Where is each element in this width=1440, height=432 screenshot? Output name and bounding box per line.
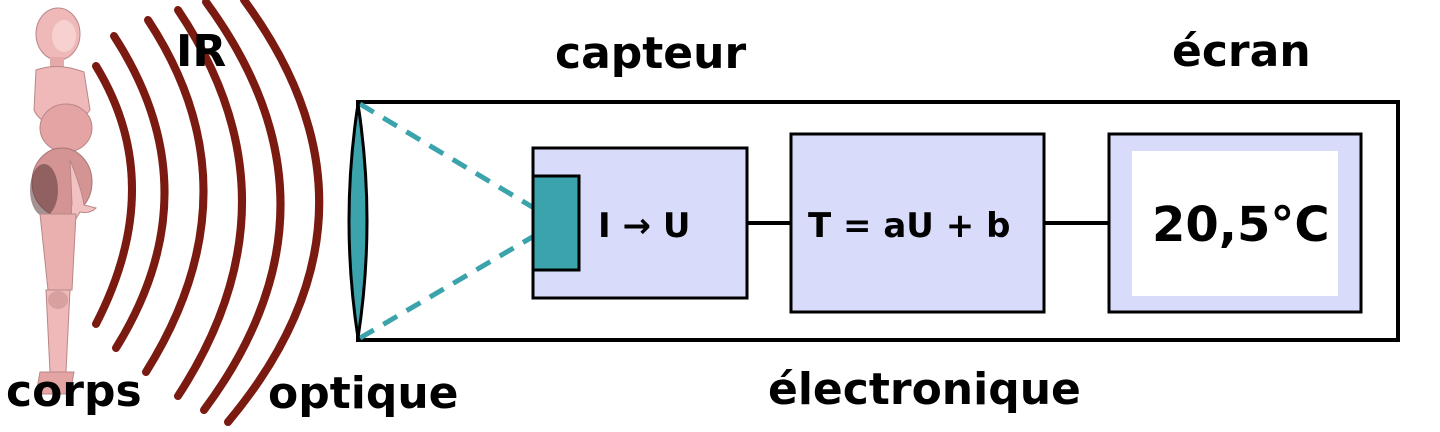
- sensor-formula: I → U: [598, 206, 691, 246]
- display-value: 20,5°C: [1152, 197, 1330, 253]
- conversion-formula: T = aU + b: [808, 206, 1011, 246]
- optical-ray-top: [358, 101, 536, 211]
- ir-wave-2: [110, 32, 169, 352]
- conversion-block: [789, 132, 1046, 314]
- detector: [531, 174, 581, 272]
- optique-label: optique: [268, 368, 459, 419]
- ir-wave-5: [200, 0, 285, 414]
- ir-label: IR: [176, 26, 227, 77]
- optical-ray-bottom: [358, 233, 536, 341]
- ir-waves: [92, 0, 324, 426]
- display-screen: [1132, 151, 1338, 296]
- human-figure: [30, 7, 97, 395]
- electronique-label: électronique: [768, 364, 1081, 415]
- ir-wave-3: [142, 16, 208, 376]
- capteur-label: capteur: [555, 28, 747, 79]
- ir-wave-4: [174, 6, 246, 400]
- ecran-label: écran: [1172, 26, 1311, 77]
- lens: [347, 103, 369, 339]
- ir-wave-1: [92, 62, 136, 328]
- corps-label: corps: [6, 366, 142, 417]
- ir-wave-6: [224, 0, 324, 426]
